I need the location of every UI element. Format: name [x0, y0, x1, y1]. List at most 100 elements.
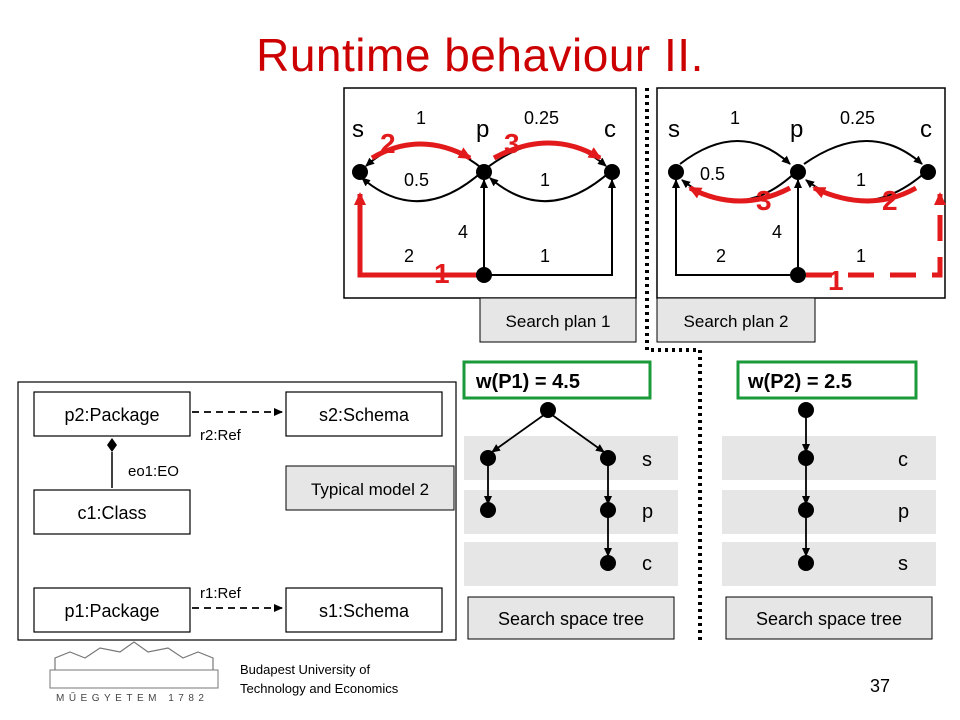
- plan-1-step-1-arrow: [354, 192, 478, 278]
- institution-name: Budapest University of Technology and Ec…: [240, 660, 398, 698]
- plan-2-label-s: s: [668, 116, 680, 143]
- plan-2-edge-pc-top: [803, 140, 923, 165]
- tree-1-level-1-band: [464, 436, 678, 480]
- plan-2-label: Search plan 2: [684, 312, 789, 331]
- tree-2-level-2-label: p: [898, 501, 909, 523]
- tree-1-node-b3: [600, 555, 616, 571]
- tree-1-level-1-label: s: [642, 449, 652, 471]
- search-plan-2: s p c 1 0.25 0.5 1 2 4 1 1 2 3 Search pl…: [656, 87, 946, 343]
- plan-2-weight-mid: 4: [772, 222, 782, 242]
- tree-2-level-2-band: [722, 490, 936, 534]
- logo-text: MŰEGYETEM 1782: [56, 690, 208, 704]
- plan-1-step-3: 3: [504, 128, 520, 159]
- plan-2-edge-sp-top: [679, 140, 791, 165]
- plan-1-edge-ps-bottom: [361, 169, 485, 203]
- plan-2-step-2-arrow: [812, 185, 918, 204]
- tree-1-node-a2: [480, 502, 496, 518]
- tree-1-node-b2: [600, 502, 616, 518]
- plan-2-cost-box: [736, 360, 918, 400]
- institution-line-2: Technology and Economics: [240, 681, 399, 696]
- node-s2-schema-label: s2:Schema: [319, 405, 410, 425]
- node-s2-schema: [285, 391, 443, 437]
- plan-2-node-root: [790, 267, 806, 283]
- tree-2-label: Search space tree: [756, 609, 902, 629]
- plan-1-node-root: [476, 267, 492, 283]
- tree-1-level-3-band: [464, 542, 678, 586]
- plan-1-step-1: 1: [434, 258, 450, 289]
- plan-2-weight-cp-bottom: 1: [856, 170, 866, 190]
- plan-2-edge-left: [672, 179, 798, 276]
- search-plan-1: s p c 1 0.25 0.5 1 2 4 1 1 2 3 Search pl…: [343, 87, 637, 343]
- tree-2-level-3-label: s: [898, 553, 908, 575]
- plan-1-cost: w(P1) = 4.5: [475, 371, 580, 393]
- tree-1-edge-2: [547, 411, 605, 453]
- plan-1-frame: [343, 87, 637, 299]
- plan-2-weight-sp-top: 1: [730, 108, 740, 128]
- plan-2-node-c: [920, 164, 936, 180]
- node-c1-class-label: c1:Class: [77, 503, 146, 523]
- tree-1-level-3-label: c: [642, 553, 652, 575]
- search-space-tree-1: w(P1) = 4.5 s p c Search space tree: [462, 360, 678, 640]
- plan-2-step-3: 3: [756, 185, 772, 216]
- plan-1-node-s: [352, 164, 368, 180]
- plan-2-node-s: [668, 164, 684, 180]
- plan-1-step-3-arrow: [492, 140, 602, 161]
- search-space-tree-2: w(P2) = 2.5 c p s Search space tree: [722, 360, 936, 640]
- plan-2-node-p: [790, 164, 806, 180]
- institution-line-1: Budapest University of: [240, 662, 371, 677]
- plan-2-weight-right: 1: [856, 246, 866, 266]
- plan-1-node-c: [604, 164, 620, 180]
- tree-1-root: [540, 402, 556, 418]
- dotted-separator: [645, 88, 702, 640]
- typical-model: p2:Package s2:Schema r2:Ref eo1:EO c1:Cl…: [17, 381, 457, 641]
- plan-2-step-1: 1: [828, 265, 844, 296]
- building-outline-icon: [54, 641, 214, 670]
- plan-1-edge-right: [484, 179, 616, 276]
- node-p1-package-label: p1:Package: [64, 601, 159, 621]
- plan-2-label-p: p: [790, 116, 803, 143]
- plan-2-step-2: 2: [882, 185, 898, 216]
- plan-2-weight-pc-top: 0.25: [840, 108, 875, 128]
- university-logo: MŰEGYETEM 1782: [49, 641, 219, 704]
- typical-model-label-box: [285, 465, 455, 511]
- plan-1-weight-right: 1: [540, 246, 550, 266]
- tree-1-label-box: [467, 596, 675, 640]
- plan-1-label-p: p: [476, 116, 489, 143]
- node-p2-package-label: p2:Package: [64, 405, 159, 425]
- plan-2-weight-ps-bottom: 0.5: [700, 164, 725, 184]
- tree-1-edge-1: [491, 411, 549, 453]
- plan-1-weight-left: 2: [404, 246, 414, 266]
- edge-r1-ref-label: r1:Ref: [200, 585, 242, 602]
- edge-r2-ref-label: r2:Ref: [200, 427, 242, 444]
- plan-2-weight-left: 2: [716, 246, 726, 266]
- plan-2-cost: w(P2) = 2.5: [747, 371, 852, 393]
- plan-1-weight-mid: 4: [458, 222, 468, 242]
- plan-1-node-p: [476, 164, 492, 180]
- plan-1-weight-sp-top: 1: [416, 108, 426, 128]
- tree-1-label: Search space tree: [498, 609, 644, 629]
- tree-1-node-b1: [600, 450, 616, 466]
- tree-2-level-3-band: [722, 542, 936, 586]
- tree-2-level-1-label: c: [898, 449, 908, 471]
- node-c1-class: [33, 489, 191, 535]
- tree-2-node-3: [798, 555, 814, 571]
- tree-2-label-box: [725, 596, 933, 640]
- tree-1-level-2-band: [464, 490, 678, 534]
- tree-2-node-1: [798, 450, 814, 466]
- edge-eo1-label: eo1:EO: [128, 463, 179, 480]
- composition-diamond-icon: [107, 438, 117, 452]
- plan-1-weight-ps-bottom: 0.5: [404, 170, 429, 190]
- plan-2-label-c: c: [920, 116, 932, 143]
- plan-2-label-box: [656, 297, 816, 343]
- logo-base: [49, 669, 219, 689]
- tree-2-level-1-band: [722, 436, 936, 480]
- plan-1-label: Search plan 1: [506, 312, 611, 331]
- plan-1-label-c: c: [604, 116, 616, 143]
- plan-1-step-2: 2: [380, 128, 396, 159]
- plan-2-step-3-arrow: [688, 185, 792, 204]
- tree-1-level-2-label: p: [642, 501, 653, 523]
- plan-2-step-1-arrow: [806, 192, 946, 278]
- tree-1-node-a1: [480, 450, 496, 466]
- plan-1-label-box: [479, 297, 637, 343]
- tree-2-root: [798, 402, 814, 418]
